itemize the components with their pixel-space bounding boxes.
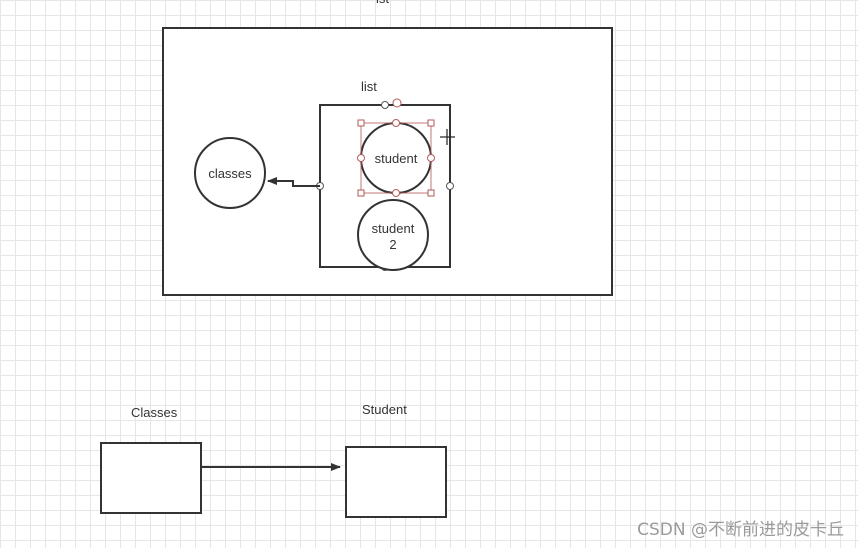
list-connection-point-right[interactable] — [446, 182, 454, 190]
list-to-classes-connector[interactable] — [267, 177, 320, 187]
list-connection-point-top[interactable] — [381, 101, 389, 109]
student2-node-label-line1: student — [372, 221, 415, 236]
classes-node[interactable] — [194, 137, 266, 209]
outer-frame-label: ist — [376, 0, 389, 6]
classes-box[interactable] — [100, 442, 202, 514]
resize-handle-top[interactable] — [392, 119, 400, 127]
crosshair-cursor-icon — [440, 129, 455, 145]
classes-box-label: Classes — [131, 405, 178, 420]
student2-node-label-line2: 2 — [389, 237, 396, 252]
resize-handle-right[interactable] — [427, 154, 435, 162]
student-box[interactable] — [345, 446, 447, 518]
resize-handle-bottom-left[interactable] — [357, 189, 365, 197]
resize-handle-bottom-right[interactable] — [427, 189, 435, 197]
resize-handle-top-left[interactable] — [357, 119, 365, 127]
list-label: list — [361, 79, 377, 94]
student2-node[interactable] — [357, 199, 429, 271]
rotate-handle[interactable] — [392, 98, 402, 108]
student-box-label: Student — [362, 402, 407, 417]
watermark-text: CSDN @不断前进的皮卡丘 — [637, 520, 844, 540]
classes-node-label: classes — [208, 166, 252, 181]
resize-handle-left[interactable] — [357, 154, 365, 162]
resize-handle-bottom[interactable] — [392, 189, 400, 197]
resize-handle-top-right[interactable] — [427, 119, 435, 127]
student-node-label: student — [375, 151, 418, 166]
